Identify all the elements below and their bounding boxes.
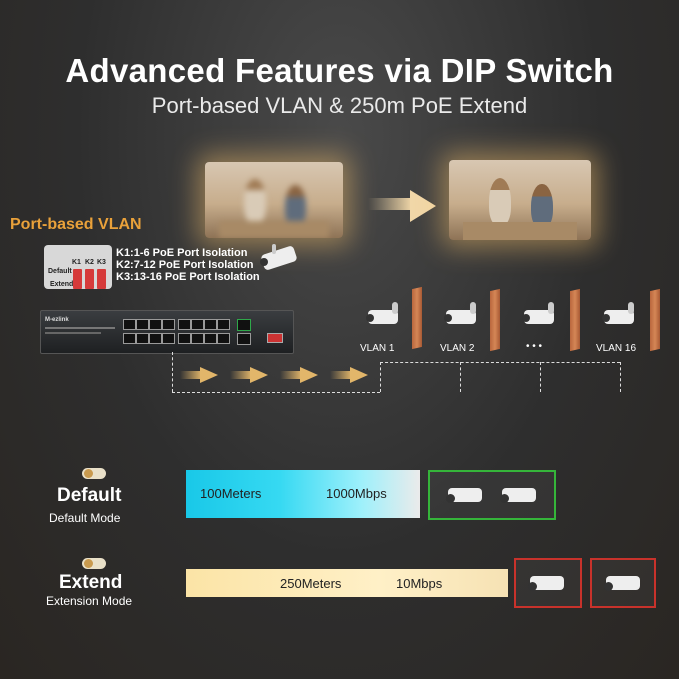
vlan-title: Port-based VLAN bbox=[10, 216, 142, 233]
default-mode-subtitle: Default Mode bbox=[49, 511, 121, 525]
default-bar: 100Meters 1000Mbps bbox=[186, 470, 420, 518]
camera-icon bbox=[254, 244, 298, 274]
camera-icon bbox=[362, 302, 402, 332]
blurred-photo bbox=[205, 162, 343, 238]
camera-icon bbox=[518, 302, 558, 332]
toggle-icon bbox=[82, 558, 106, 569]
toggle-icon bbox=[82, 468, 106, 479]
arrow-right-icon bbox=[410, 190, 436, 222]
extend-mode-subtitle: Extension Mode bbox=[46, 594, 133, 608]
camera-icon bbox=[598, 302, 638, 332]
vlan-line-k3: K3:13-16 PoE Port Isolation bbox=[116, 271, 260, 283]
page-title: Advanced Features via DIP Switch bbox=[65, 52, 614, 89]
poe-switch: M-ezlink bbox=[40, 310, 294, 354]
dip-switch-icon: K1 K2 K3 Default Extend bbox=[44, 245, 112, 289]
extend-mode-name: Extend bbox=[59, 572, 123, 593]
camera-icon bbox=[442, 482, 486, 512]
extend-speed: 10Mbps bbox=[396, 576, 443, 591]
wall-divider bbox=[490, 288, 500, 352]
extend-distance: 250Meters bbox=[280, 576, 342, 591]
arrow-right-icon bbox=[230, 371, 252, 379]
extend-camera-box-2 bbox=[590, 558, 656, 608]
vlan-label-ellipsis: • • • bbox=[526, 341, 543, 352]
dip-default-label: Default bbox=[48, 268, 72, 275]
clear-photo bbox=[449, 160, 591, 240]
dip-key-3: K3 bbox=[97, 259, 106, 266]
dip-extend-label: Extend bbox=[50, 281, 74, 288]
vlan-label-16: VLAN 16 bbox=[596, 343, 637, 354]
arrow-right-icon bbox=[368, 198, 412, 210]
arrow-right-icon bbox=[350, 367, 368, 383]
vlan-line-k2: K2:7-12 PoE Port Isolation bbox=[116, 259, 254, 271]
default-distance: 100Meters bbox=[200, 486, 262, 501]
dip-key-2: K2 bbox=[85, 259, 94, 266]
default-camera-box bbox=[428, 470, 556, 520]
camera-icon bbox=[440, 302, 480, 332]
wall-divider bbox=[570, 288, 580, 352]
default-mode-name: Default bbox=[57, 485, 122, 506]
port-block bbox=[123, 317, 233, 347]
arrow-right-icon bbox=[180, 371, 202, 379]
arrow-right-icon bbox=[280, 371, 302, 379]
camera-icon bbox=[524, 570, 568, 600]
vlan-label-1: VLAN 1 bbox=[360, 343, 395, 354]
switch-brand: M-ezlink bbox=[45, 317, 69, 323]
arrow-right-icon bbox=[200, 367, 218, 383]
default-speed: 1000Mbps bbox=[326, 486, 387, 501]
extend-bar: 250Meters 10Mbps bbox=[186, 569, 508, 597]
vlan-label-2: VLAN 2 bbox=[440, 343, 475, 354]
camera-icon bbox=[600, 570, 644, 600]
extend-camera-box-1 bbox=[514, 558, 582, 608]
dip-switch-icon bbox=[267, 333, 283, 343]
page-subtitle: Port-based VLAN & 250m PoE Extend bbox=[151, 93, 528, 118]
arrow-right-icon bbox=[250, 367, 268, 383]
dip-key-1: K1 bbox=[72, 259, 81, 266]
wall-divider bbox=[650, 288, 660, 352]
arrow-right-icon bbox=[330, 371, 352, 379]
vlan-line-k1: K1:1-6 PoE Port Isolation bbox=[116, 247, 248, 259]
camera-icon bbox=[496, 482, 540, 512]
wall-divider bbox=[412, 286, 422, 350]
arrow-right-icon bbox=[300, 367, 318, 383]
